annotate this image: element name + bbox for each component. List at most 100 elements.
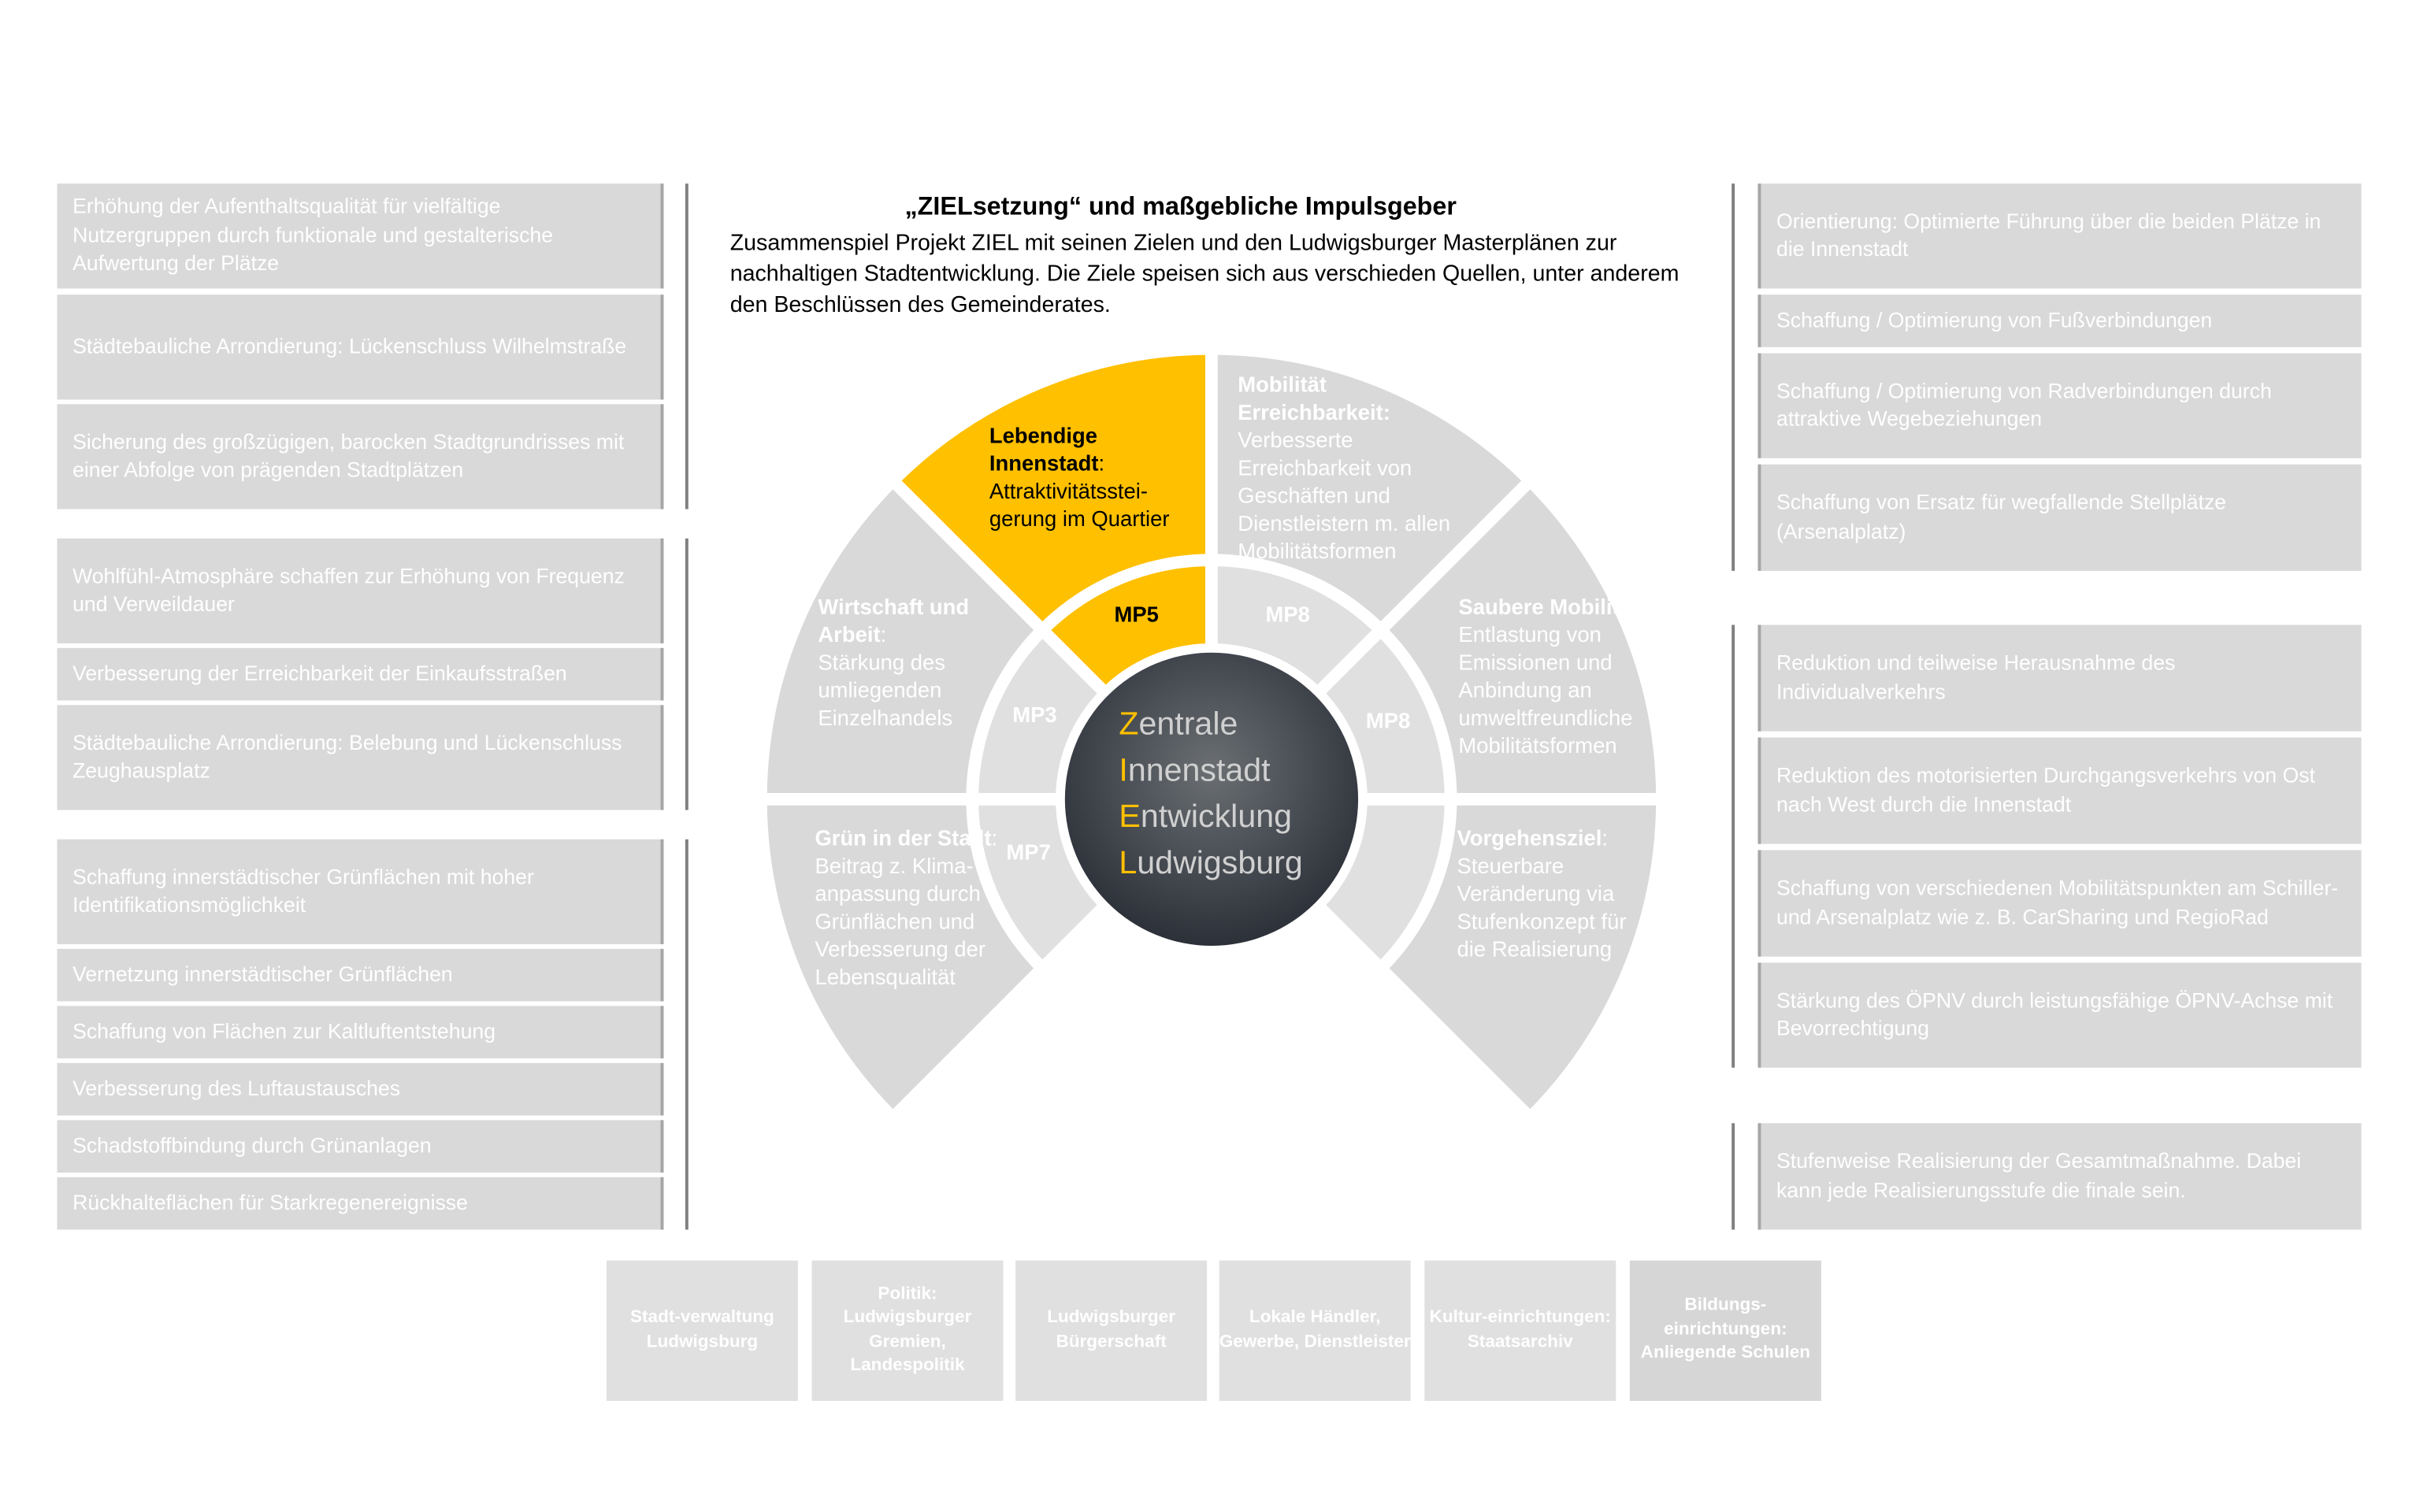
goal-box: Schaffung / Optimierung von Fußverbindun… — [1757, 295, 2362, 347]
goal-box: Städtebauliche Arrondierung: Lückenschlu… — [57, 295, 664, 400]
goal-box: Reduktion des motorisierten Durchgangsve… — [1757, 737, 2362, 844]
stakeholder-text: Bildungs-einrichtungen: Anliegende Schul… — [1640, 1296, 1811, 1363]
goal-text: Schaffung / Optimierung von Radverbindun… — [1776, 378, 2272, 431]
stakeholder-text: Ludwigsburger Bürgerschaft — [1047, 1308, 1175, 1351]
segment-lebendige-innenstadt: Lebendige Innenstadt:Attraktivitätsstei-… — [989, 421, 1205, 532]
goal-text: Verbesserung der Erreichbarkeit der Eink… — [72, 661, 567, 685]
goal-box: Schaffung innerstädtischer Grünflächen m… — [57, 839, 664, 945]
stakeholder-box: Bildungs-einrichtungen: Anliegende Schul… — [1629, 1260, 1821, 1401]
center-initial: L — [1119, 845, 1138, 881]
divider — [1731, 1123, 1735, 1230]
goal-text: Reduktion des motorisierten Durchgangsve… — [1776, 763, 2315, 816]
goal-text: Orientierung: Optimierte Führung über di… — [1776, 209, 2322, 261]
center-word: nnenstadt — [1127, 753, 1271, 789]
ring-mp8-right — [1308, 621, 1457, 806]
goal-box: Rückhalteflächen für Starkregenereigniss… — [57, 1177, 664, 1230]
diagram-intro: Zusammenspiel Projekt ZIEL mit seinen Zi… — [729, 231, 1680, 318]
city-photo — [1064, 652, 1359, 946]
center-word: udwigsburg — [1137, 845, 1303, 881]
ring-mp8-top — [1205, 554, 1390, 702]
goal-text: Städtebauliche Arrondierung: Belebung un… — [72, 730, 622, 783]
stakeholder-text: Kultur-einrichtungen: Staatsarchiv — [1429, 1308, 1611, 1351]
goal-box: Erhöhung der Aufenthaltsqualität für vie… — [57, 183, 664, 289]
masterplan-label: MP8 — [1365, 708, 1411, 733]
goal-box: Schadstoffbindung durch Grünanlagen — [57, 1120, 664, 1173]
goal-box: Wohlfühl-Atmosphäre schaffen zur Erhöhun… — [57, 538, 664, 643]
segment-heading: Vorgehensziel — [1457, 825, 1602, 850]
masterplan-label: MP7 — [1006, 839, 1051, 865]
segment-text: Steuerbare Veränderung via Stufenkonzept… — [1457, 853, 1627, 962]
segment-text: Stärkung des umliegenden Einzelhandels — [818, 649, 953, 730]
goal-box: Schaffung von verschiedenen Mobilitätspu… — [1757, 850, 2362, 957]
divider — [1731, 183, 1735, 571]
stakeholder-box: Politik: Ludwigsburger Gremien, Landespo… — [811, 1260, 1004, 1401]
goal-text: Schadstoffbindung durch Grünanlagen — [72, 1133, 432, 1157]
goal-text: Wohlfühl-Atmosphäre schaffen zur Erhöhun… — [72, 564, 625, 616]
segment-text: Attraktivitätsstei-gerung im Quartier — [989, 478, 1170, 531]
masterplan-label: MP3 — [1012, 702, 1057, 727]
goal-text: Verbesserung des Luftaustausches — [72, 1077, 401, 1100]
goal-text: Schaffung von Ersatz für wegfallende Ste… — [1776, 491, 2226, 543]
segment-heading: Grün in der Stadt — [815, 825, 992, 850]
segment-vorgehensziel: Vorgehensziel: Steuerbare Veränderung via… — [1457, 824, 1650, 962]
stakeholder-box: Lokale Händler, Gewerbe, Dienstleister — [1219, 1260, 1411, 1401]
center-initial: I — [1119, 753, 1128, 789]
segment-heading: Lebendige Innenstadt — [989, 422, 1099, 476]
divider — [1731, 624, 1735, 1068]
segment-wirtschaft-arbeit: Wirtschaft und Arbeit:Stärkung des umlie… — [818, 592, 988, 731]
segment-text: Beitrag z. Klima-anpassung durch Grünflä… — [815, 853, 985, 989]
center-word: entrale — [1138, 706, 1238, 743]
diagram-title: „ZIELsetzung“ und maßgebliche Impulsgebe… — [904, 192, 1457, 221]
goal-text: Sicherung des großzügigen, barocken Stad… — [72, 429, 625, 482]
goal-box: Stufenweise Realisierung der Gesamtmaßna… — [1757, 1123, 2362, 1230]
goal-text: Vernetzung innerstädtischer Grünflächen — [72, 962, 453, 986]
stakeholder-text: Politik: Ludwigsburger Gremien, Landespo… — [843, 1284, 972, 1375]
goal-text: Stärkung des ÖPNV durch leistungsfähige … — [1776, 988, 2333, 1040]
masterplan-label: MP8 — [1265, 602, 1310, 627]
goal-box: Städtebauliche Arrondierung: Belebung un… — [57, 705, 664, 810]
goal-text: Städtebauliche Arrondierung: Lückenschlu… — [72, 334, 627, 358]
goal-text: Schaffung von verschiedenen Mobilitätspu… — [1776, 876, 2339, 928]
segment-gruen-in-der-stadt: Grün in der Stadt:Beitrag z. Klima-anpas… — [815, 824, 1008, 991]
stakeholder-box: Stadt-verwaltung Ludwigsburg — [606, 1260, 798, 1401]
goal-text: Schaffung von Flächen zur Kaltluftentste… — [72, 1019, 496, 1043]
stakeholder-box: Kultur-einrichtungen: Staatsarchiv — [1424, 1260, 1616, 1401]
ring-mp7 — [966, 793, 1115, 977]
goal-text: Schaffung / Optimierung von Fußverbindun… — [1776, 308, 2213, 332]
center-word: ntwicklung — [1140, 799, 1292, 835]
masterplan-label: MP5 — [1114, 602, 1159, 627]
stakeholder-text: Stadt-verwaltung Ludwigsburg — [630, 1308, 774, 1351]
center-initial: Z — [1119, 706, 1139, 743]
center-line: Innenstadt — [1119, 748, 1302, 795]
goal-box: Vernetzung innerstädtischer Grünflächen — [57, 948, 664, 1002]
stakeholder-text: Lokale Händler, Gewerbe, Dienstleister — [1219, 1308, 1411, 1351]
divider — [685, 839, 688, 1230]
ring-empty — [1308, 793, 1457, 977]
segment-heading: Mobilität Erreichbarkeit: — [1238, 372, 1390, 424]
segment-saubere-mobilitaet: Saubere Mobilität:Entlastung von Emissio… — [1458, 592, 1659, 759]
segment-sep: : — [880, 621, 887, 647]
center-title: Zentrale Innenstadt Entwicklung Ludwigsb… — [1119, 702, 1302, 887]
segment-sep: : — [1602, 825, 1609, 850]
segment-text: Verbesserte Erreichbarkeit von Geschäfte… — [1238, 427, 1451, 564]
divider — [685, 183, 688, 510]
goal-text: Rückhalteflächen für Starkregenereigniss… — [72, 1190, 468, 1214]
segment-sep: : — [991, 825, 998, 850]
goal-text: Stufenweise Realisierung der Gesamtmaßna… — [1776, 1149, 2302, 1202]
segment-heading: Wirtschaft und Arbeit — [818, 594, 970, 647]
goal-box: Sicherung des großzügigen, barocken Stad… — [57, 404, 664, 510]
center-line: Zentrale — [1119, 702, 1302, 748]
goal-box: Verbesserung der Erreichbarkeit der Eink… — [57, 647, 664, 701]
goal-box: Verbesserung des Luftaustausches — [57, 1062, 664, 1116]
divider — [685, 538, 688, 810]
goal-box: Stärkung des ÖPNV durch leistungsfähige … — [1757, 962, 2362, 1068]
goal-text: Reduktion und teilweise Herausnahme des … — [1776, 650, 2176, 703]
goal-box: Orientierung: Optimierte Führung über di… — [1757, 183, 2362, 289]
goal-box: Schaffung von Flächen zur Kaltluftentste… — [57, 1006, 664, 1058]
goal-box: Schaffung / Optimierung von Radverbindun… — [1757, 353, 2362, 458]
goal-box: Reduktion und teilweise Herausnahme des … — [1757, 624, 2362, 732]
segment-sep: : — [1098, 450, 1105, 476]
center-line: Ludwigsburg — [1119, 841, 1302, 888]
